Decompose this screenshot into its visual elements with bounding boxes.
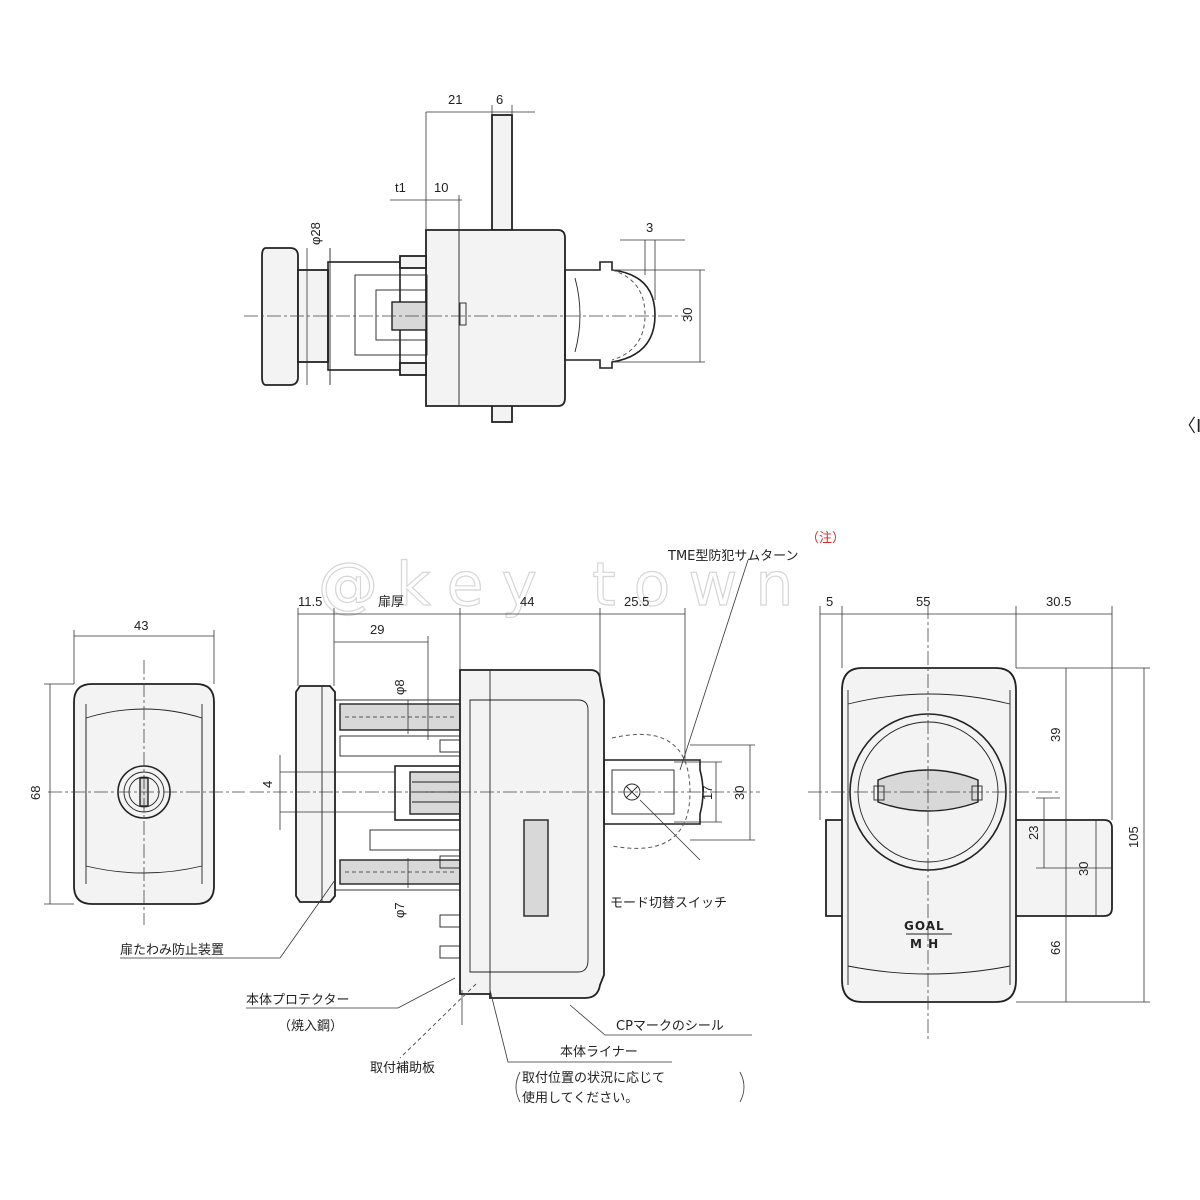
label-usage-note-2: 使用してください。: [522, 1090, 638, 1106]
dim-55: 55: [916, 594, 930, 609]
dim-30-5: 30.5: [1046, 594, 1071, 609]
dim-43: 43: [134, 618, 148, 633]
front-view: 43 68: [28, 618, 245, 925]
top-spindle: [491, 114, 513, 231]
dim-44: 44: [520, 594, 534, 609]
dim-phi8: φ8: [392, 679, 407, 695]
label-mounting-plate: 取付補助板: [370, 1061, 435, 1076]
label-thumbturn: TME型防犯サムターン: [667, 548, 798, 564]
dim-11-5: 11.5: [298, 594, 322, 609]
dim-phi28: φ28: [308, 222, 323, 245]
dim-66: 66: [1048, 941, 1063, 955]
back-housing: [841, 667, 1017, 1003]
label-usage-note-1: 取付位置の状況に応じて: [522, 1071, 665, 1086]
dim-6: 6: [496, 92, 503, 107]
dim-25-5: 25.5: [624, 594, 649, 609]
note-marker: （注）: [806, 531, 845, 546]
side-view: 11.5 扉厚 44 25.5 29 φ8 4 φ7 17 30: [120, 559, 760, 1063]
dim-30-top: 30: [680, 308, 695, 322]
dim-23: 23: [1026, 826, 1041, 840]
top-thumbturn: [564, 261, 656, 369]
dim-4: 4: [260, 781, 275, 788]
dim-29: 29: [370, 622, 384, 637]
dim-39: 39: [1048, 728, 1063, 742]
dim-3: 3: [646, 220, 653, 235]
back-view: GOAL M H 5 55 30.5 39 23 30 66 105: [808, 594, 1150, 1040]
dim-30-side: 30: [732, 786, 747, 800]
dim-door-thickness: 扉厚: [378, 594, 404, 610]
top-view: 21 6 t1 10 φ28 3 30: [244, 92, 705, 423]
dim-t1: t1: [395, 180, 406, 195]
brand-goal: GOAL: [904, 919, 945, 933]
label-mode-switch: モード切替スイッチ: [610, 896, 727, 911]
label-body-protector: 本体プロテクター: [246, 993, 349, 1008]
top-main-case: [425, 229, 566, 407]
dim-phi7: φ7: [392, 902, 407, 918]
dim-68: 68: [28, 786, 43, 800]
dim-21: 21: [448, 92, 462, 107]
label-anti-deflection: 扉たわみ防止装置: [120, 942, 224, 958]
cropped-label: 〈I: [1178, 416, 1200, 437]
dim-5: 5: [826, 594, 833, 609]
watermark: @key town: [318, 550, 811, 620]
brand-mh: M H: [910, 937, 939, 951]
dim-105: 105: [1126, 826, 1141, 848]
side-cylinder-head: [295, 685, 336, 903]
label-body-liner: 本体ライナー: [560, 1045, 638, 1060]
dim-10: 10: [434, 180, 448, 195]
dim-30-back: 30: [1076, 862, 1091, 876]
top-spindle-lower: [491, 404, 513, 423]
top-cylinder-knob: [261, 247, 299, 386]
dim-17: 17: [700, 786, 715, 800]
label-cp-seal: CPマークのシール: [616, 1019, 724, 1034]
side-slot: [523, 819, 549, 917]
label-hardened-steel: （焼入鋼）: [278, 1019, 343, 1034]
side-thumbturn: [603, 759, 704, 825]
